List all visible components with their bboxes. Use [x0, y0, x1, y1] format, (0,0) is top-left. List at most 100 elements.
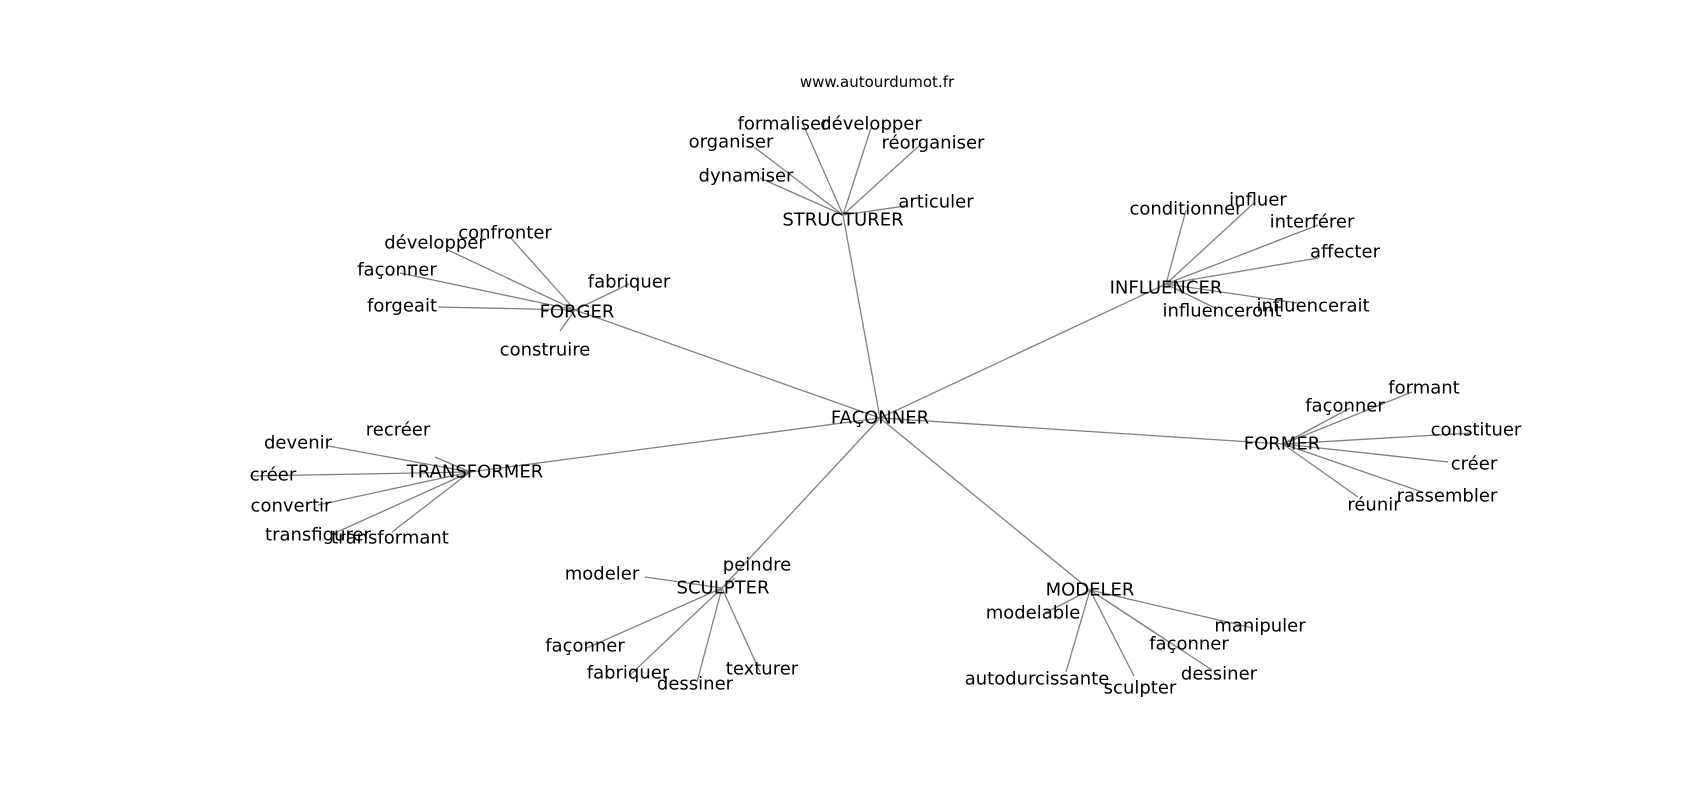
edge-sculpter-leaf-5 [721, 587, 761, 673]
edge-forger-leaf-2 [399, 272, 576, 311]
edge-former-leaf-5 [1282, 443, 1359, 498]
edge-former-leaf-3 [1282, 443, 1449, 463]
edge-former-leaf-0 [1282, 391, 1413, 445]
cluster-node-modeler[interactable]: MODELER [1046, 580, 1135, 601]
leaf-node-structurer-1[interactable]: développer [820, 114, 922, 135]
edge-root-influencer [879, 283, 1167, 419]
cluster-node-former[interactable]: FORMER [1244, 434, 1320, 455]
leaf-node-forger-4[interactable]: forgeait [367, 296, 437, 317]
edge-modeler-leaf-0 [1044, 589, 1091, 614]
edge-transformer-leaf-1 [327, 445, 471, 473]
leaf-node-modeler-1[interactable]: manipuler [1214, 616, 1306, 637]
edge-structurer-leaf-5 [842, 205, 906, 216]
leaf-node-structurer-5[interactable]: articuler [898, 192, 974, 213]
cluster-node-transformer[interactable]: TRANSFORMER [406, 462, 543, 483]
leaf-node-modeler-5[interactable]: autodurcissante [965, 669, 1110, 690]
edge-influencer-leaf-3 [1165, 257, 1319, 285]
leaf-node-sculpter-0[interactable]: peindre [723, 555, 791, 576]
edge-forger-leaf-3 [574, 283, 630, 311]
edge-forger-leaf-4 [437, 306, 576, 311]
leaf-node-forger-0[interactable]: confronter [458, 223, 552, 244]
edge-modeler-leaf-5 [1065, 589, 1091, 673]
leaf-node-influencer-4[interactable]: influencerait [1256, 296, 1369, 317]
edge-sculpter-leaf-3 [629, 587, 723, 676]
leaf-node-modeler-3[interactable]: dessiner [1181, 664, 1258, 685]
leaf-node-former-2[interactable]: constituer [1431, 420, 1522, 441]
leaf-node-forger-1[interactable]: développer [384, 233, 486, 254]
edge-root-transformer [469, 417, 881, 473]
edge-structurer-leaf-2 [753, 146, 844, 216]
cluster-node-forger[interactable]: FORGER [540, 302, 615, 323]
edge-sculpter-leaf-0 [721, 577, 736, 589]
edge-influencer-leaf-5 [1165, 283, 1216, 309]
leaf-node-modeler-0[interactable]: modelable [986, 603, 1081, 624]
edge-sculpter-leaf-4 [696, 587, 723, 683]
edge-former-leaf-4 [1282, 443, 1423, 493]
leaf-node-influencer-3[interactable]: affecter [1310, 242, 1381, 263]
leaf-node-transformer-1[interactable]: devenir [264, 433, 333, 454]
edge-transformer-leaf-5 [391, 471, 471, 533]
leaf-node-structurer-4[interactable]: dynamiser [699, 166, 795, 187]
leaf-node-transformer-5[interactable]: transformant [331, 528, 449, 549]
edge-layer [249, 123, 1473, 683]
edge-transformer-leaf-0 [434, 456, 471, 473]
edge-influencer-leaf-2 [1165, 224, 1319, 285]
leaf-node-sculpter-2[interactable]: façonner [545, 636, 625, 657]
leaf-node-influencer-2[interactable]: interférer [1270, 212, 1355, 233]
edge-former-leaf-2 [1282, 432, 1473, 445]
edge-former-leaf-1 [1282, 407, 1351, 445]
leaf-node-former-0[interactable]: formant [1388, 378, 1459, 399]
cluster-node-influencer[interactable]: INFLUENCER [1110, 278, 1223, 299]
edge-structurer-leaf-4 [759, 177, 844, 216]
root-node-label[interactable]: FAÇONNER [831, 408, 929, 429]
edge-forger-leaf-1 [447, 249, 576, 311]
site-caption[interactable]: www.autourdumot.fr [800, 73, 955, 91]
edge-modeler-leaf-3 [1089, 589, 1213, 671]
edge-root-sculpter [721, 417, 881, 589]
leaf-node-structurer-3[interactable]: réorganiser [882, 133, 985, 154]
leaf-node-sculpter-1[interactable]: modeler [565, 564, 640, 585]
edge-transformer-leaf-3 [317, 471, 471, 506]
edge-structurer-leaf-3 [842, 142, 923, 216]
leaf-node-influencer-0[interactable]: conditionner [1129, 199, 1243, 220]
edge-structurer-leaf-0 [802, 123, 844, 216]
edge-root-modeler [879, 417, 1091, 591]
leaf-node-transformer-2[interactable]: créer [250, 465, 297, 486]
edge-influencer-leaf-4 [1165, 283, 1298, 304]
leaf-node-forger-5[interactable]: construire [500, 340, 591, 361]
leaf-node-sculpter-3[interactable]: fabriquer [587, 663, 670, 684]
leaf-node-former-5[interactable]: réunir [1347, 495, 1401, 516]
leaf-node-sculpter-5[interactable]: texturer [726, 659, 799, 680]
leaf-node-sculpter-4[interactable]: dessiner [657, 674, 734, 695]
edge-modeler-leaf-4 [1089, 589, 1135, 677]
edge-structurer-leaf-1 [842, 127, 872, 216]
leaf-node-transformer-3[interactable]: convertir [251, 496, 333, 517]
leaf-node-former-1[interactable]: façonner [1305, 396, 1385, 417]
edge-forger-leaf-5 [559, 309, 576, 332]
edge-transformer-leaf-2 [249, 471, 471, 477]
edge-influencer-leaf-1 [1165, 201, 1256, 285]
edge-root-structurer [842, 214, 881, 419]
leaf-node-structurer-2[interactable]: organiser [689, 132, 774, 153]
leaf-node-transformer-0[interactable]: recréer [366, 420, 431, 441]
edge-forger-leaf-0 [509, 236, 576, 311]
edge-sculpter-leaf-1 [644, 576, 723, 589]
cluster-node-structurer[interactable]: STRUCTURER [782, 210, 903, 231]
leaf-node-modeler-2[interactable]: façonner [1149, 634, 1229, 655]
leaf-node-former-3[interactable]: créer [1451, 454, 1498, 475]
leaf-node-influencer-1[interactable]: influer [1229, 190, 1287, 211]
edge-influencer-leaf-0 [1165, 209, 1187, 285]
leaf-node-forger-3[interactable]: fabriquer [588, 272, 671, 293]
leaf-node-transformer-4[interactable]: transfigurer [265, 525, 372, 546]
edge-root-former [879, 417, 1284, 445]
leaf-node-former-4[interactable]: rassembler [1397, 486, 1498, 507]
edge-transformer-leaf-4 [334, 471, 471, 534]
leaf-node-forger-2[interactable]: façonner [357, 260, 437, 281]
edge-root-forger [574, 309, 881, 419]
cluster-node-sculpter[interactable]: SCULPTER [677, 578, 770, 599]
leaf-node-influencer-5[interactable]: influenceront [1162, 301, 1281, 322]
leaf-node-modeler-4[interactable]: sculpter [1104, 678, 1177, 699]
leaf-node-structurer-0[interactable]: formaliser [738, 114, 829, 135]
edge-modeler-leaf-1 [1089, 589, 1254, 629]
